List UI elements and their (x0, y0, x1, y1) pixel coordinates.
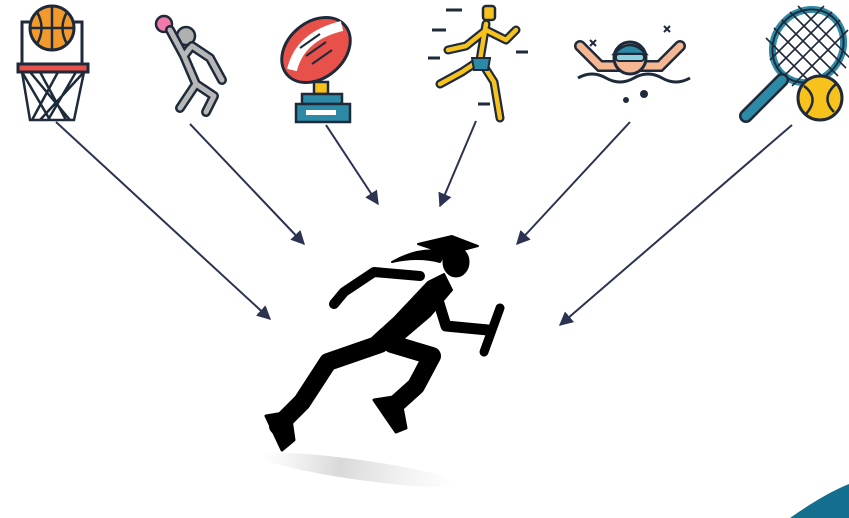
corner-swoosh (790, 484, 849, 518)
sprinter-icon (428, 6, 528, 118)
american-football-trophy-icon (269, 4, 363, 122)
basketball-hoop-icon (18, 6, 88, 120)
arrow-tennis (560, 125, 792, 325)
arrow-basketball (56, 122, 270, 319)
arrow-swimmer (517, 122, 630, 244)
tennis-racket-ball-icon (746, 0, 849, 120)
swimmer-icon (578, 26, 690, 103)
arrow-handball (190, 124, 304, 244)
runner-shadow (260, 446, 461, 494)
handball-player-icon (156, 16, 222, 112)
arrow-sprinter (440, 121, 476, 206)
arrow-football (326, 125, 378, 204)
graduate-runner-with-baton-icon (266, 236, 500, 450)
